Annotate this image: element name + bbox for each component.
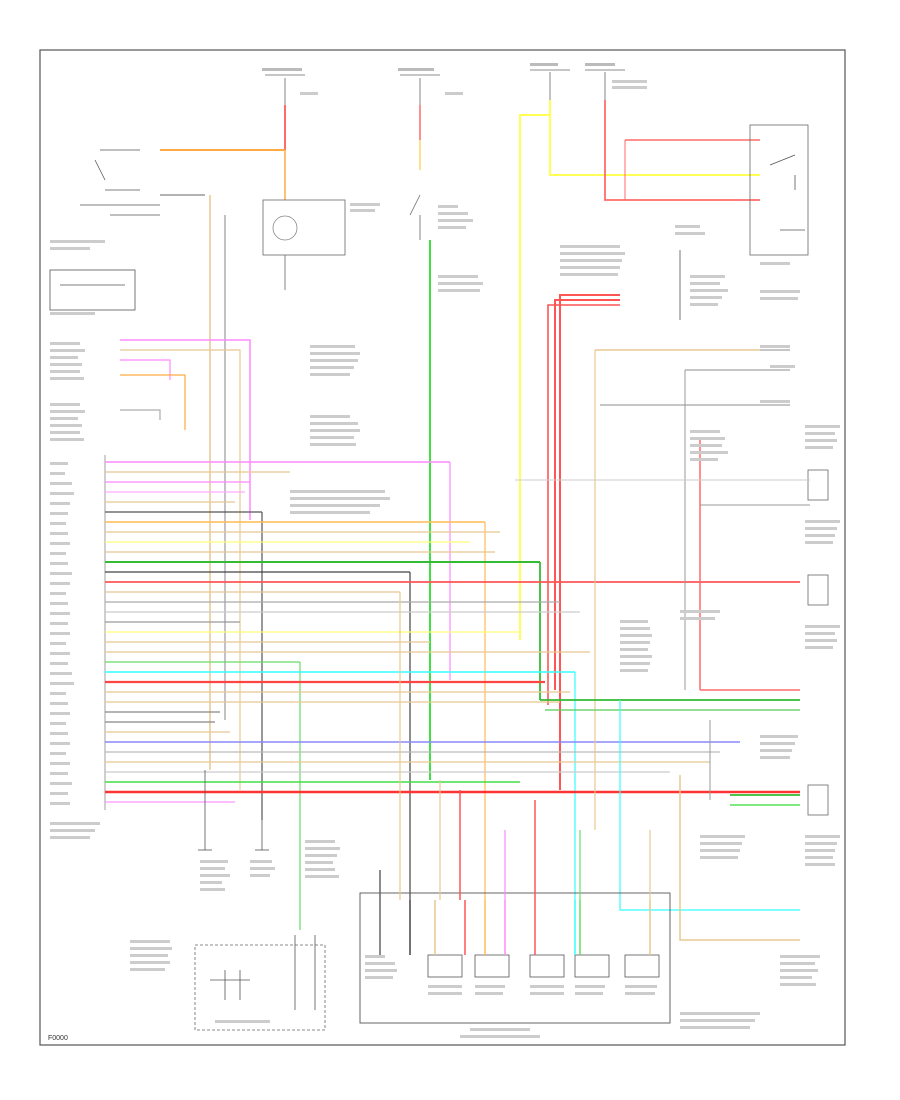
wire-yellow-relay bbox=[549, 115, 760, 176]
solenoid-blocks bbox=[427, 954, 660, 978]
wire-red-module-a bbox=[559, 294, 620, 790]
wire-pink-b bbox=[120, 359, 171, 380]
center-label-block bbox=[290, 345, 390, 514]
wire-pink-a bbox=[120, 339, 251, 520]
left-label-block-1 bbox=[50, 342, 85, 441]
solenoid-leads bbox=[379, 870, 651, 955]
wire-red-relay bbox=[604, 100, 760, 201]
mid-right-labels bbox=[620, 610, 745, 859]
right-label-block bbox=[690, 345, 840, 986]
brake-switch-icon bbox=[80, 149, 160, 216]
wire-red-module-b bbox=[554, 299, 620, 690]
wire-red-module-c bbox=[547, 304, 620, 705]
wire-tan-right-lower bbox=[679, 775, 800, 941]
pcm-pin-labels bbox=[50, 462, 74, 805]
wire-cyan-right bbox=[619, 700, 800, 911]
wire-gray-b bbox=[120, 409, 161, 420]
range-sensor-icon bbox=[210, 935, 316, 1010]
relay-switch-icon bbox=[769, 154, 805, 231]
top-fuse-group bbox=[265, 69, 625, 105]
diagram-frame bbox=[39, 49, 846, 1046]
pcm-ground-1 bbox=[198, 770, 269, 851]
wire-orange-b bbox=[120, 374, 186, 430]
transmission-labels bbox=[365, 955, 760, 1038]
transmission-box bbox=[359, 892, 671, 1024]
bottom-left-labels bbox=[50, 822, 340, 971]
range-sensor-box bbox=[194, 944, 326, 1031]
relay-box bbox=[749, 124, 809, 256]
wire-yellow-top-right bbox=[519, 100, 551, 640]
wire-tan-b bbox=[120, 349, 241, 790]
top-labels bbox=[262, 63, 647, 95]
diagram-reference: F0000 bbox=[48, 1035, 68, 1042]
tcs-switch bbox=[49, 269, 136, 311]
sensor-box bbox=[262, 199, 346, 256]
ignition-switch-icon bbox=[409, 194, 421, 240]
sensor-icon bbox=[272, 215, 298, 241]
